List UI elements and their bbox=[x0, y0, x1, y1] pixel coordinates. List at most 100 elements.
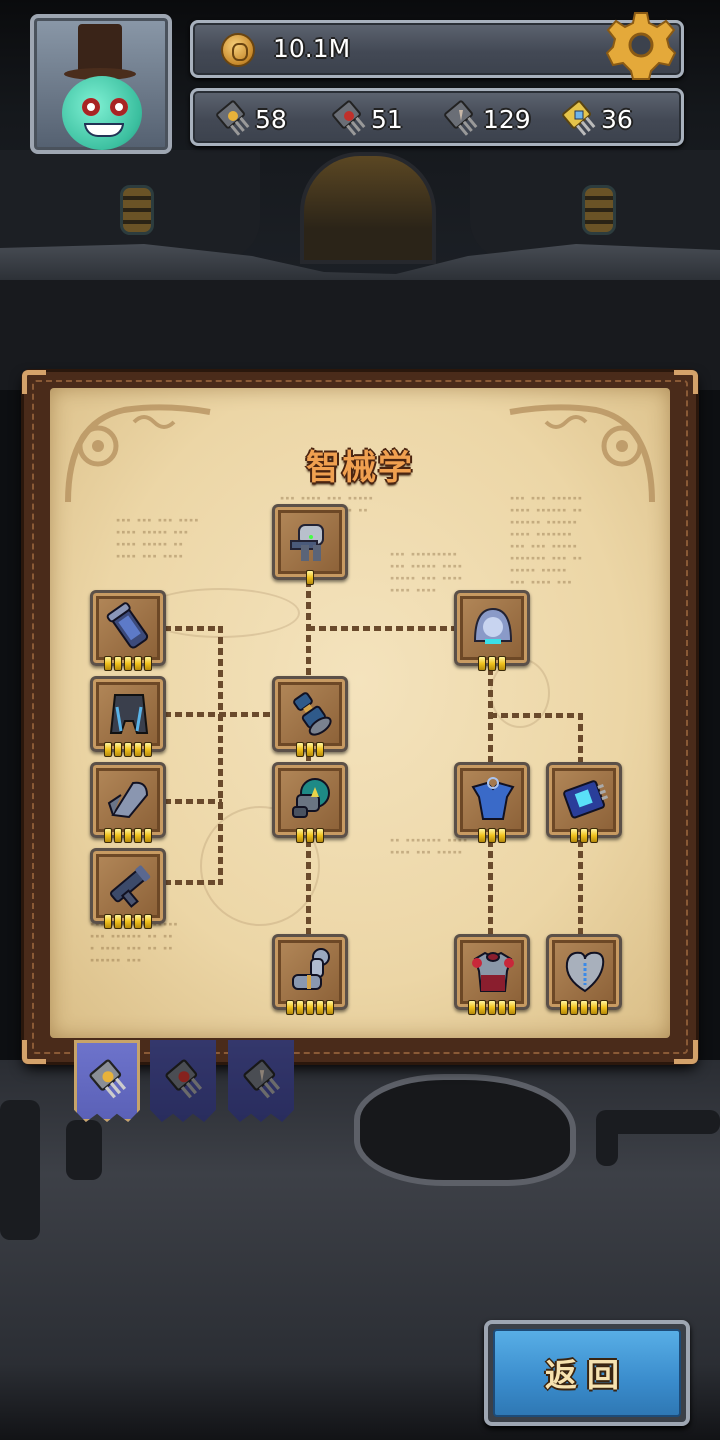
background-pipe bbox=[66, 1120, 102, 1180]
background-floor bbox=[0, 280, 720, 390]
panel-corner bbox=[22, 370, 46, 394]
level-pip bbox=[104, 742, 112, 757]
drill-chip-counter: 129 bbox=[441, 99, 531, 139]
skill-level-pips bbox=[549, 1000, 619, 1015]
chip-gold-icon bbox=[562, 100, 596, 136]
skill-node-robo-arm[interactable] bbox=[272, 934, 348, 1015]
connector-line bbox=[164, 880, 222, 885]
level-pip bbox=[104, 828, 112, 843]
tab-red-chip[interactable] bbox=[150, 1040, 216, 1122]
level-pip bbox=[316, 1000, 324, 1015]
level-pip bbox=[316, 828, 324, 843]
return-button-label: 返回 bbox=[544, 1356, 629, 1394]
skill-node-canister[interactable] bbox=[90, 590, 166, 671]
gear-icon[interactable] bbox=[606, 10, 676, 80]
skill-level-pips bbox=[457, 1000, 527, 1015]
level-pip bbox=[114, 828, 122, 843]
level-pip bbox=[144, 656, 152, 671]
skill-node-blaster[interactable] bbox=[90, 848, 166, 929]
skill-node-dome-shield[interactable] bbox=[454, 590, 530, 671]
tab-drill-chip[interactable] bbox=[228, 1040, 294, 1122]
skill-level-pips bbox=[93, 914, 163, 929]
level-pip bbox=[498, 1000, 506, 1015]
skill-node-thruster[interactable] bbox=[272, 762, 348, 843]
cloak-icon bbox=[109, 694, 149, 734]
connector-line bbox=[488, 840, 493, 936]
level-pip bbox=[508, 1000, 516, 1015]
level-pip bbox=[134, 828, 142, 843]
corner-ornament-icon bbox=[65, 404, 211, 503]
level-pip bbox=[144, 828, 152, 843]
level-pip bbox=[296, 1000, 304, 1015]
gear-chip-counter: 58 bbox=[213, 99, 287, 139]
tab-gear-chip[interactable] bbox=[74, 1040, 140, 1122]
level-pip bbox=[124, 914, 132, 929]
level-pip bbox=[134, 742, 142, 757]
level-pip bbox=[488, 828, 496, 843]
player-avatar[interactable] bbox=[30, 14, 172, 154]
skill-node-chip-board[interactable] bbox=[546, 762, 622, 843]
level-pip bbox=[306, 570, 314, 585]
level-pip bbox=[104, 656, 112, 671]
chip-red-icon bbox=[332, 100, 366, 136]
skill-level-pips bbox=[275, 742, 345, 757]
skill-node-mech-robot[interactable] bbox=[272, 504, 348, 585]
level-pip bbox=[570, 1000, 578, 1015]
connector-line bbox=[164, 799, 222, 804]
skill-node-blue-armor[interactable] bbox=[454, 762, 530, 843]
coin-bar: 10.1M bbox=[190, 20, 684, 78]
level-pip bbox=[104, 914, 112, 929]
skill-node-cloak[interactable] bbox=[90, 676, 166, 757]
blaster-icon bbox=[110, 865, 151, 908]
skill-level-pips bbox=[275, 570, 345, 585]
connector-line bbox=[306, 840, 311, 936]
barrel-cannon-icon bbox=[293, 692, 332, 736]
return-button-face: 返回 bbox=[493, 1329, 681, 1417]
chip-gear-icon bbox=[89, 1059, 127, 1099]
skill-level-pips bbox=[549, 828, 619, 843]
level-pip bbox=[114, 656, 122, 671]
level-pip bbox=[144, 914, 152, 929]
skill-level-pips bbox=[457, 656, 527, 671]
level-pip bbox=[600, 1000, 608, 1015]
chip-bar: 58 51 129 36 bbox=[190, 88, 684, 146]
level-pip bbox=[498, 656, 506, 671]
skill-node-barrel-cannon[interactable] bbox=[272, 676, 348, 757]
blueprint-sketch bbox=[200, 806, 320, 926]
level-pip bbox=[580, 1000, 588, 1015]
avatar-hat-brim bbox=[64, 68, 136, 80]
gold-chip-counter: 36 bbox=[559, 99, 633, 139]
panel-corner bbox=[674, 1040, 698, 1064]
level-pip bbox=[306, 742, 314, 757]
skill-node-claw-gauntlet[interactable] bbox=[90, 762, 166, 843]
level-pip bbox=[114, 742, 122, 757]
gear-chip-count: 58 bbox=[255, 104, 287, 134]
red-chip-counter: 51 bbox=[329, 99, 403, 139]
skill-level-pips bbox=[93, 828, 163, 843]
return-button[interactable]: 返回 bbox=[484, 1320, 690, 1426]
level-pip bbox=[590, 1000, 598, 1015]
skill-node-mech-heart[interactable] bbox=[546, 934, 622, 1015]
level-pip bbox=[560, 1000, 568, 1015]
level-pip bbox=[478, 828, 486, 843]
chip-drill-icon bbox=[243, 1059, 281, 1099]
level-pip bbox=[124, 828, 132, 843]
connector-line bbox=[308, 626, 454, 631]
background-pipe bbox=[600, 1110, 720, 1134]
blueprint-notes: ▪▪▪ ▪▪▪ ▪▪▪ ▪▪▪▪ ▪▪▪▪ ▪▪▪▪▪ ▪▪▪ ▪▪▪▪ ▪▪▪… bbox=[116, 516, 200, 560]
chip-gear-icon bbox=[216, 100, 250, 136]
connector-line bbox=[490, 713, 582, 718]
thruster-icon bbox=[292, 778, 330, 818]
skill-node-red-armor[interactable] bbox=[454, 934, 530, 1015]
connector-line bbox=[578, 713, 583, 763]
panel-corner bbox=[674, 370, 698, 394]
level-pip bbox=[124, 742, 132, 757]
background-gate bbox=[300, 152, 436, 264]
coin-value: 10.1M bbox=[273, 34, 351, 63]
background-hole bbox=[360, 1080, 570, 1180]
level-pip bbox=[488, 656, 496, 671]
blueprint-notes: ▪▪▪ ▪▪▪▪▪▪▪▪▪ ▪▪▪ ▪▪▪▪▪ ▪▪▪▪ ▪▪▪▪▪ ▪▪▪ ▪… bbox=[390, 550, 464, 594]
blue-armor-icon bbox=[471, 777, 515, 820]
level-pip bbox=[306, 828, 314, 843]
background-pipe bbox=[0, 1100, 40, 1240]
